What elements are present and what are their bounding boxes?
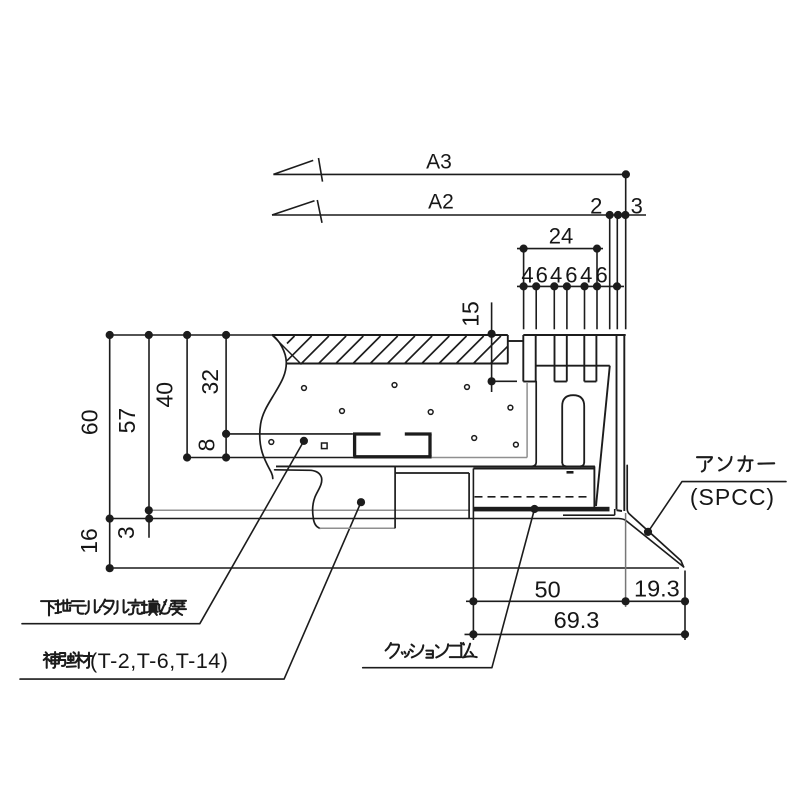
svg-text:(T-2,T-6,T-14): (T-2,T-6,T-14) <box>90 649 228 673</box>
svg-text:(SPCC): (SPCC) <box>690 484 775 510</box>
svg-text:6: 6 <box>595 263 607 288</box>
svg-text:3: 3 <box>113 526 139 539</box>
svg-text:60: 60 <box>77 410 103 436</box>
svg-text:57: 57 <box>114 408 140 434</box>
svg-text:15: 15 <box>458 301 484 327</box>
svg-text:A2: A2 <box>428 191 454 214</box>
svg-text:8: 8 <box>194 439 220 452</box>
svg-text:6: 6 <box>536 263 548 288</box>
svg-text:4: 4 <box>521 263 533 288</box>
svg-text:3: 3 <box>631 194 643 219</box>
svg-text:32: 32 <box>197 369 223 395</box>
svg-text:6: 6 <box>565 263 577 288</box>
svg-text:50: 50 <box>535 577 561 603</box>
svg-text:4: 4 <box>580 263 592 288</box>
svg-text:A3: A3 <box>426 151 452 174</box>
svg-text:24: 24 <box>549 224 573 249</box>
svg-text:16: 16 <box>76 528 102 554</box>
svg-text:4: 4 <box>550 263 562 288</box>
svg-text:2: 2 <box>590 194 602 219</box>
svg-text:69.3: 69.3 <box>554 607 600 633</box>
svg-text:19.3: 19.3 <box>634 576 680 602</box>
svg-text:40: 40 <box>152 382 178 408</box>
